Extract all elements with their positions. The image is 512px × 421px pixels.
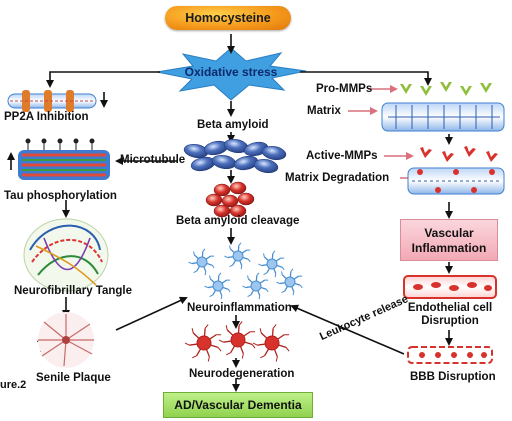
microtubule-graphic — [18, 138, 110, 180]
neuroinflammation-label: Neuroinflammation — [187, 302, 292, 314]
amyloid-fragment — [229, 204, 247, 218]
vascular-inflammation-box: Vascular Inflammation — [400, 219, 498, 261]
tau-phosphorylation-label: Tau phosphorylation — [4, 190, 117, 202]
arrow-oxidative-to-pp2a — [46, 71, 160, 88]
arrow-bbb-to-neuroinflammation — [290, 304, 405, 355]
oxidative-stress-starburst — [156, 47, 307, 101]
senile-plaque-label: Senile Plaque — [36, 372, 111, 384]
amyloid-cell — [261, 145, 287, 161]
neuron — [224, 242, 251, 270]
amyloid-fragment — [213, 183, 231, 197]
oxidative-stress-label: Oxidative stress — [184, 65, 278, 79]
pp2a-membrane — [7, 90, 97, 112]
endothelial-cell-disruption-label: Endothelial cell Disruption — [407, 302, 493, 327]
beta-amyloid-cleavage-label: Beta amyloid cleavage — [176, 215, 300, 227]
amyloid-fragment — [221, 194, 239, 208]
degenerated-neurons — [184, 321, 290, 362]
degenerated-neuron — [252, 324, 290, 362]
bbb-vessel-graphic — [407, 346, 493, 364]
neuron — [258, 250, 285, 278]
senile-plaque-graphic — [38, 312, 94, 368]
amyloid-cell — [190, 156, 216, 172]
neurofibrillary-tangle-label: Neurofibrillary Tangle — [14, 285, 133, 297]
figure-label: ure.2 — [0, 379, 27, 391]
amyloid-cell — [211, 154, 237, 170]
pink-arrows — [348, 85, 426, 182]
active-mmps-label: Active-MMPs — [306, 150, 378, 162]
beta-amyloid-cleavage-cluster — [205, 181, 255, 218]
amyloid-fragment — [205, 193, 223, 207]
microtubule-label: Microtubule — [120, 154, 186, 166]
neurofibrillary-tangle-graphic — [23, 218, 109, 292]
degenerated-neuron — [184, 324, 222, 362]
amyloid-fragment — [237, 192, 255, 206]
neuron-network — [188, 242, 303, 300]
pro-mmps-label: Pro-MMPs — [316, 83, 373, 95]
endothelial-vessel-graphic — [403, 275, 497, 299]
neuron — [276, 268, 303, 296]
matrix-label: Matrix — [307, 105, 341, 117]
beta-amyloid-label: Beta amyloid — [197, 119, 269, 131]
amyloid-fragment — [229, 181, 247, 195]
homocysteine-node: Homocysteine — [165, 6, 291, 30]
neuron — [204, 272, 231, 300]
beta-amyloid-cells — [183, 138, 287, 174]
matrix-graphic — [381, 102, 505, 132]
bbb-disruption-label: BBB Disruption — [410, 371, 496, 383]
degenerated-neuron — [218, 321, 256, 359]
arrow-plaque-to-neuroinflammation — [115, 296, 188, 331]
neuron — [242, 272, 269, 300]
matrix-degradation-label: Matrix Degradation — [285, 172, 390, 184]
pp2a-inhibition-label: PP2A Inhibition — [4, 111, 89, 123]
pro-mmps-graphic — [400, 82, 492, 96]
neurodegeneration-label: Neurodegeneration — [189, 368, 295, 380]
active-mmps-graphic — [420, 146, 498, 162]
matrix-degradation-graphic — [407, 167, 505, 195]
amyloid-cell — [253, 158, 279, 174]
arrow-oxidative-to-mmps — [300, 71, 432, 86]
ad-vascular-dementia-box: AD/Vascular Dementia — [163, 392, 313, 418]
neuron — [188, 248, 215, 276]
